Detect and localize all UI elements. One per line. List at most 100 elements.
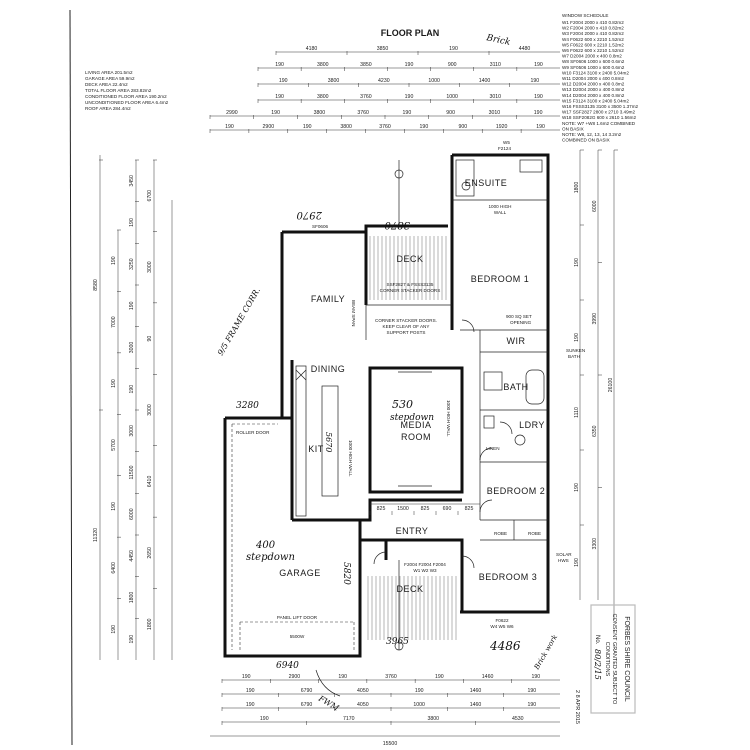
right-dimension: 26100 [608,378,614,393]
note-corner-stacker-2: CORNER STACKER DOORS. [375,318,437,323]
top-dimension: 190 [279,78,288,84]
room-label-media-room: ROOM [401,432,431,442]
bottom-dimension: 190 [246,688,255,694]
hw-5820: 5820 [341,562,351,585]
window-schedule-line: COMBINED ON BASIX [562,138,610,143]
bottom-dimension: 190 [415,688,424,694]
top-dimension: 3760 [357,110,369,116]
left-dimension: 6700 [147,190,153,202]
bottom-dimension: 190 [532,674,541,680]
plan-title: FLOOR PLAN [381,28,440,38]
top-dimension: 190 [275,94,284,100]
hw-frame-correction: 9/5 FRAME CORR. [216,286,262,357]
note-stacker-doors: SSF2827 & FSSS3135 [387,282,434,287]
left-dimension: 190 [111,379,117,388]
right-dimension: 6350 [592,425,598,437]
window-schedule-line: W3 F2004 2000 x 410 0.82m2 [562,31,624,36]
top-dimension: 3800 [317,94,329,100]
plan-notes: 1000 HIGH WALL SSF2827 & FSSS3135 CORNER… [236,140,585,639]
right-dimensions: 2610060003990635033001800190190111019019… [574,149,618,620]
hw-brick-work: Brick work [532,633,559,672]
left-dimension: 4450 [129,550,135,562]
note-support-posts: SUPPORT POSTS [387,330,426,335]
top-dimension: 2990 [226,110,238,116]
left-dimension: 190 [129,385,135,394]
hw-5670: 5670 [324,432,333,452]
right-dimension: 190 [574,333,580,342]
hw-arrow [315,669,341,697]
top-dimension: 190 [275,62,284,68]
room-label-bath: BATH [503,382,528,392]
top-dimension: 900 [446,110,455,116]
page-edge-line [69,9,73,746]
left-dimension: 190 [111,625,117,634]
left-dimension: 3000 [129,342,135,354]
top-dimension: 3800 [328,78,340,84]
window-schedule-line: W4 F0622 600 x 2210 1.52m2 [562,37,624,42]
note-corner-stacker: CORNER STACKER DOORS [380,288,441,293]
note-high-wall-2: 1000 HIGH WALL [446,400,451,437]
bottom-dimension: 190 [260,716,269,722]
bottom-dimension: 2900 [289,674,301,680]
right-dimension: 190 [574,558,580,567]
entry-dimension: 1500 [397,506,409,512]
left-dimension: 3000 [147,404,153,416]
stamp-number: 80/2/15 [593,649,602,680]
room-label-deck-top: DECK [396,254,423,264]
room-label-bedroom-1: BEDROOM 1 [471,274,530,284]
room-label-media: MEDIA [400,420,431,430]
window-schedule-line: NOTE: W8, 12, 13, 14 3.2m2 [562,132,622,137]
left-dimension: 190 [111,256,117,265]
area-line: GARAGE AREA 59.9m2 [85,76,135,81]
top-dimension: 3760 [360,94,372,100]
room-label-kit: KIT [308,444,324,454]
left-dimension: 8580 [93,279,99,291]
note-opening: OPENING [510,320,532,325]
top-dimension: 900 [448,62,457,68]
area-line: UNCONDITIONED FLOOR AREA 6.4m2 [85,100,169,105]
room-label-bedroom-2: BEDROOM 2 [487,486,546,496]
top-dimension: 2900 [263,124,275,130]
window-schedule-line: W12 D2004 2000 x 400 0.8m2 [562,82,625,87]
window-schedule-line: W18 SSF2082G 600 x 2610 1.56m2 [562,115,637,120]
area-line: LIVING AREA 201.5m2 [85,70,133,75]
note-roller-door: ROLLER DOOR [236,430,270,435]
note-solar: SOLAR [556,552,572,557]
bottom-dimension: 7170 [343,716,355,722]
building-walls [223,153,550,658]
room-label-garage: GARAGE [279,568,321,578]
top-dimension: 3110 [490,62,501,68]
area-line: CONDITIONED FLOOR AREA 190.2m2 [85,94,167,99]
top-dimension: 190 [420,124,429,130]
bottom-dimension: 3760 [385,674,397,680]
note-sunken-bath: BATH [568,354,580,359]
note-w5: W5 [503,140,510,145]
hw-530: 530 [392,398,413,411]
left-dimension: 190 [129,301,135,310]
left-dimension: 11320 [93,528,99,542]
bottom-dimension: 190 [242,674,251,680]
bottom-dimension: 190 [528,702,537,708]
bottom-dimension: 4050 [357,702,369,708]
stamp-no-label: No. [594,635,600,645]
room-label-linen: LINEN [486,446,500,451]
entry-dimension: 825 [465,506,474,512]
hw-3870: 3870 [384,219,410,230]
top-dimension: 4180 [306,46,318,52]
top-dimension: 190 [534,110,543,116]
window-schedule: WINDOW SCHEDULE W1 F2004 2000 x 410 0.82… [562,13,639,143]
left-dimension: 6000 [129,508,135,520]
room-label-ensuite: ENSUITE [465,178,508,188]
bottom-dimension: 3800 [427,716,439,722]
room-label-family: FAMILY [311,294,345,304]
top-dimension: 3760 [379,124,391,130]
window-schedule-line: W13 D2004 2000 x 400 0.8m2 [562,87,625,92]
bottom-dimension: 1460 [470,702,482,708]
stamp-council-name: FORBES SHIRE COUNCIL [623,616,630,702]
hw-fwm: FWM [316,693,341,713]
top-dimension: 3800 [314,110,326,116]
window-schedule-line: W9 SF0506 1000 x 600 0.6m2 [562,65,625,70]
